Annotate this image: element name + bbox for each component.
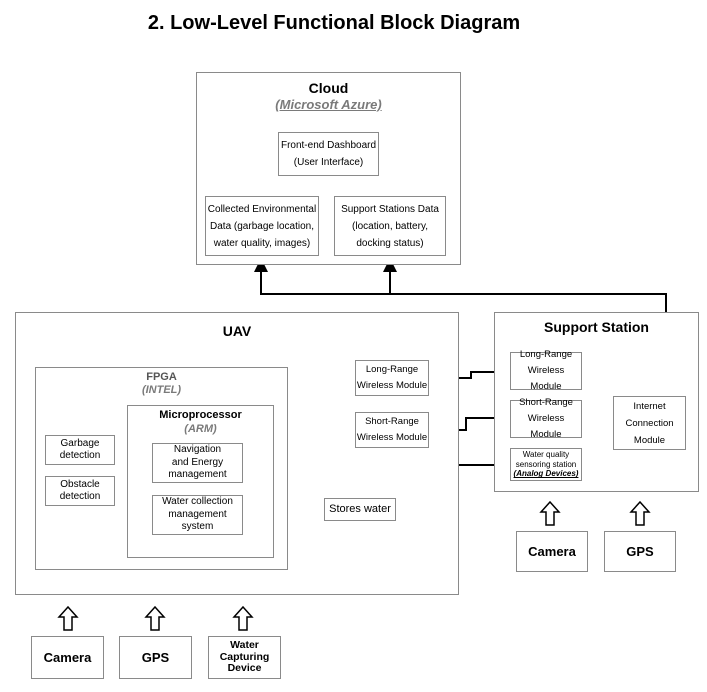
water-collection-box: Water collection management system: [152, 495, 243, 535]
env-data-line: Collected Environmental: [207, 203, 317, 215]
uav-water-device-label: Water Capturing Device: [219, 639, 270, 675]
support-camera-label: Camera: [528, 544, 576, 559]
support-station-title: Support Station: [544, 319, 649, 335]
garbage-line: Garbage: [60, 437, 100, 449]
nav-line: and Energy: [171, 456, 224, 468]
dashboard-box: Front-end Dashboard (User Interface): [278, 132, 379, 176]
nav-line: Navigation: [173, 444, 222, 456]
camera-up-arrow-support: [539, 500, 561, 526]
gps-up-arrow-support: [629, 500, 651, 526]
uav-long-range-box: Long-Range Wireless Module: [355, 360, 429, 396]
camera-up-arrow-uav: [57, 605, 79, 631]
micro-subtitle: (ARM): [184, 423, 217, 435]
cloud-title: Cloud: [308, 80, 349, 96]
uav-long-range-line: Long-Range: [365, 364, 419, 375]
nav-line: management: [168, 469, 227, 481]
uav-title: UAV: [222, 323, 252, 339]
stores-water-label: Stores water: [329, 503, 391, 515]
dashboard-line: Front-end Dashboard: [280, 140, 377, 151]
uav-gps-label: GPS: [141, 650, 170, 665]
water-mgmt-line: system: [181, 521, 214, 533]
uav-short-range-line: Short-Range: [365, 416, 419, 427]
env-data-box: Collected Environmental Data (garbage lo…: [205, 196, 319, 256]
obstacle-detection-box: Obstacle detection: [45, 476, 115, 506]
internet-module-box: Internet Connection Module: [613, 396, 686, 450]
support-long-range-line: Long-Range: [519, 349, 573, 360]
internet-line: Connection: [625, 417, 674, 429]
station-data-line: Support Stations Data: [341, 203, 439, 215]
uav-short-range-line: Wireless Module: [356, 432, 428, 443]
fpga-subtitle: (INTEL): [141, 384, 182, 396]
uav-water-device-box: Water Capturing Device: [208, 636, 281, 679]
support-camera-box: Camera: [516, 531, 588, 572]
env-data-line: Data (garbage location,: [210, 220, 314, 232]
support-gps-label: GPS: [626, 544, 654, 559]
garbage-line: detection: [59, 450, 101, 461]
garbage-detection-box: Garbage detection: [45, 435, 115, 465]
internet-line: Module: [633, 434, 666, 446]
station-data-line: docking status): [356, 237, 424, 249]
diagram-title: 2. Low-Level Functional Block Diagram: [147, 12, 521, 34]
support-long-range-box: Long-Range Wireless Module: [510, 349, 582, 392]
uav-camera-box: Camera: [31, 636, 104, 679]
dashboard-line: (User Interface): [293, 157, 364, 168]
water-device-up-arrow-uav: [232, 605, 254, 631]
obstacle-line: Obstacle: [60, 478, 100, 490]
obstacle-line: detection: [59, 491, 101, 502]
uav-camera-label: Camera: [43, 650, 92, 665]
stores-water-box: Stores water: [324, 498, 396, 521]
uav-long-range-line: Wireless Module: [356, 380, 428, 391]
water-quality-line: Water quality: [522, 450, 570, 460]
internet-line: Internet: [633, 400, 666, 412]
water-mgmt-line: Water collection: [162, 496, 233, 508]
support-short-range-box: Short-Range Wireless Module: [510, 397, 582, 440]
fpga-title: FPGA: [146, 371, 177, 383]
micro-title: Microprocessor: [159, 409, 242, 421]
station-data-line: (location, battery,: [352, 220, 428, 232]
support-long-range-line: Wireless Module: [527, 365, 565, 392]
gps-up-arrow-uav: [144, 605, 166, 631]
water-quality-vendor: (Analog Devices): [513, 469, 579, 479]
cloud-subtitle: (Microsoft Azure): [275, 97, 382, 112]
uav-gps-box: GPS: [119, 636, 192, 679]
navigation-box: Navigation and Energy management: [152, 443, 243, 483]
uav-short-range-box: Short-Range Wireless Module: [355, 412, 429, 448]
support-short-range-line: Short-Range: [519, 397, 573, 408]
station-data-box: Support Stations Data (location, battery…: [334, 196, 446, 256]
support-short-range-line: Wireless Module: [527, 413, 565, 440]
water-mgmt-line: management: [168, 508, 227, 520]
support-gps-box: GPS: [604, 531, 676, 572]
water-quality-box: Water quality sensoring station (Analog …: [510, 448, 582, 481]
env-data-line: water quality, images): [213, 237, 311, 249]
water-quality-line: sensoring station: [515, 459, 577, 469]
